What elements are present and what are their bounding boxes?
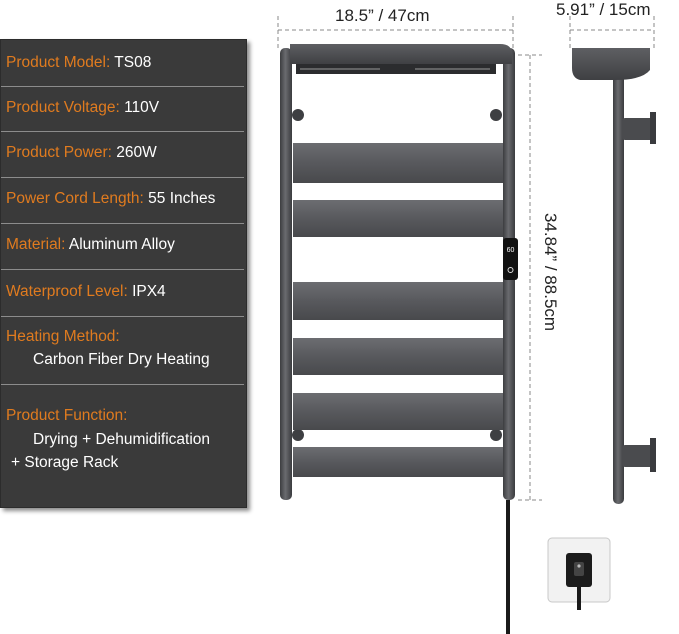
heating-bar xyxy=(293,143,503,183)
spec-value: 55 Inches xyxy=(148,190,216,207)
spec-value: Aluminum Alloy xyxy=(68,236,175,253)
wall-bracket xyxy=(622,118,654,140)
depth-dimension-label: 5.91” / 15cm xyxy=(556,0,651,19)
heating-bar xyxy=(293,282,503,320)
heating-bar xyxy=(293,393,503,430)
side-rack xyxy=(572,48,656,504)
spec-row-cord: Power Cord Length: 55 Inches xyxy=(1,177,244,224)
power-icon xyxy=(507,267,514,273)
spec-row-power: Product Power: 260W xyxy=(1,131,244,178)
width-dimension-label: 18.5” / 47cm xyxy=(335,6,430,25)
spec-label: Product Power: xyxy=(6,144,112,161)
spec-value: IPX4 xyxy=(132,283,166,300)
spec-row-function: Product Function: Drying + Dehumidificat… xyxy=(1,384,244,507)
top-shelf xyxy=(290,44,512,64)
spec-label: Product Function: xyxy=(6,407,128,424)
spec-value: Drying + Dehumidification xyxy=(33,431,211,448)
spec-label: Product Voltage: xyxy=(6,99,120,116)
heating-bar xyxy=(293,200,503,237)
spec-row-model: Product Model: TS08 xyxy=(1,40,244,87)
height-dimension-line xyxy=(518,54,542,501)
spec-label: Power Cord Length: xyxy=(6,190,144,207)
heating-bar xyxy=(293,338,503,375)
side-shelf xyxy=(572,48,650,80)
spec-value: + Storage Rack xyxy=(11,454,119,471)
spec-value: 260W xyxy=(116,144,157,161)
height-dimension-label: 34.84” / 88.5cm xyxy=(541,212,560,332)
spec-value: TS08 xyxy=(114,54,152,71)
spec-label: Material: xyxy=(6,236,66,253)
wall-outlet xyxy=(547,537,611,610)
wall-bracket xyxy=(622,445,654,467)
depth-dimension-line xyxy=(569,16,655,48)
spec-row-material: Material: Aluminum Alloy xyxy=(1,223,244,270)
spec-value: Carbon Fiber Dry Heating xyxy=(33,351,210,368)
width-dimension-line xyxy=(277,16,514,48)
side-rail xyxy=(613,48,624,504)
spec-panel: Product Model: TS08 Product Voltage: 110… xyxy=(0,39,247,508)
heating-bar xyxy=(293,447,503,477)
left-rail xyxy=(280,48,292,500)
front-rack: 60 xyxy=(280,44,518,634)
spec-row-heating: Heating Method: Carbon Fiber Dry Heating xyxy=(1,316,244,385)
spec-row-waterproof: Waterproof Level: IPX4 xyxy=(1,269,244,317)
spec-label: Waterproof Level: xyxy=(6,283,128,300)
control-panel xyxy=(503,238,518,280)
temperature-display: 60 xyxy=(507,247,515,254)
spec-label: Heating Method: xyxy=(6,328,120,345)
heater-vent xyxy=(296,64,496,74)
spec-label: Product Model: xyxy=(6,54,111,71)
spec-value: 110V xyxy=(124,99,160,116)
spec-row-voltage: Product Voltage: 110V xyxy=(1,86,244,132)
